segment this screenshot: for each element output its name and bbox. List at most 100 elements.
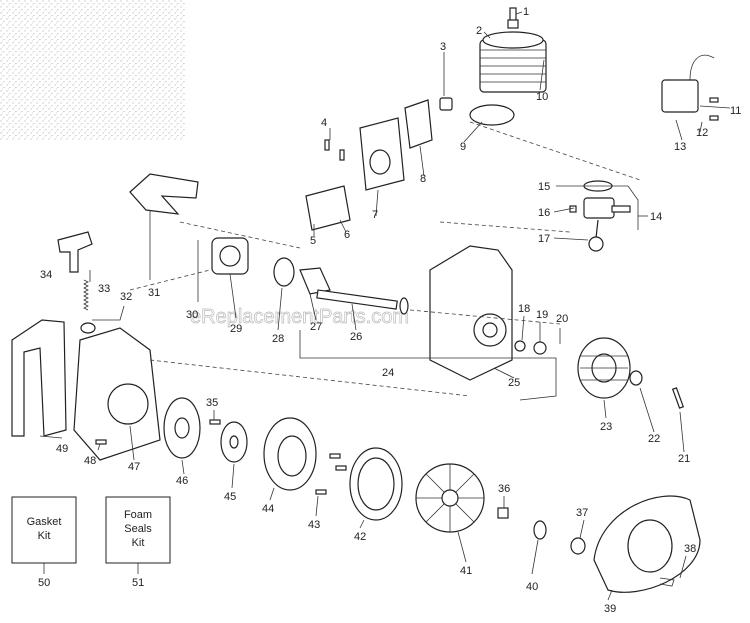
callout-34: 34 [40, 269, 52, 281]
part-spark-plug [507, 7, 519, 29]
part-seal [533, 341, 547, 355]
part-washer [629, 370, 643, 386]
callout-1: 1 [523, 6, 529, 18]
foam-seals-kit-label-line1: Foam [124, 509, 152, 521]
callout-2: 2 [476, 25, 482, 37]
callout-49: 49 [56, 443, 68, 455]
callout-43: 43 [308, 519, 320, 531]
gasket-kit-label-line1: Gasket [27, 516, 62, 528]
part-screw [335, 465, 347, 471]
part-muffler-plate [404, 99, 433, 149]
part-crankshaft [299, 267, 409, 315]
foam-seals-kit-label-line3: Kit [132, 537, 145, 549]
part-washer-hole [229, 435, 239, 449]
callout-30: 30 [186, 309, 198, 321]
part-washer [533, 520, 547, 540]
callout-39: 39 [604, 603, 616, 615]
callout-labels: 1 2 3 4 5 6 7 8 9 10 11 12 13 14 15 16 1… [40, 6, 741, 615]
callout-10: 10 [536, 91, 548, 103]
callout-3: 3 [440, 41, 446, 53]
part-cylinder [479, 31, 547, 93]
assembly-line [469, 121, 641, 181]
part-fan-ring [349, 447, 403, 521]
callout-6: 6 [344, 229, 350, 241]
callout-46: 46 [176, 475, 188, 487]
part-fan-cover [593, 495, 701, 593]
callout-18: 18 [518, 303, 530, 315]
part-bushing [439, 97, 453, 111]
callout-41: 41 [460, 565, 472, 577]
part-clip [659, 577, 675, 587]
part-starter-pulley [163, 397, 201, 459]
callout-25: 25 [508, 377, 520, 389]
part-cylinder-gasket [469, 104, 515, 126]
callout-9: 9 [460, 141, 466, 153]
callout-37: 37 [576, 507, 588, 519]
callout-32: 32 [120, 291, 132, 303]
watermark: eReplacementParts.com [190, 306, 409, 328]
callout-8: 8 [420, 173, 426, 185]
callout-36: 36 [498, 483, 510, 495]
callout-47: 47 [128, 461, 140, 473]
callout-35: 35 [206, 397, 218, 409]
part-nut [497, 507, 509, 519]
callout-24: 24 [382, 367, 394, 379]
foam-seals-kit-number: 51 [132, 577, 144, 589]
gasket-kit-label-line2: Kit [38, 530, 51, 542]
callout-22: 22 [648, 433, 660, 445]
part-handle-frame [129, 173, 199, 215]
callout-23: 23 [600, 421, 612, 433]
callout-20: 20 [556, 313, 568, 325]
foam-seals-kit-box [105, 496, 171, 564]
callout-44: 44 [262, 503, 274, 515]
gasket-kit-number: 50 [38, 577, 50, 589]
assembly-line [149, 359, 471, 397]
callout-17: 17 [538, 233, 550, 245]
part-carburetor-adapter [211, 237, 249, 275]
part-recoil-starter [263, 417, 317, 491]
part-screw [95, 439, 107, 445]
part-screw [339, 149, 345, 161]
callout-33: 33 [98, 283, 110, 295]
stippled-corner-texture [0, 0, 186, 140]
part-screw [315, 489, 327, 495]
callout-19: 19 [536, 309, 548, 321]
part-crankcase [429, 245, 513, 381]
part-ignition-module [661, 54, 719, 121]
part-spark-wrench [57, 231, 93, 273]
callout-27: 27 [310, 321, 322, 333]
part-blower-housing [73, 327, 161, 461]
callout-48: 48 [84, 455, 96, 467]
part-flywheel [577, 337, 631, 399]
part-pin [671, 387, 685, 409]
callout-15: 15 [538, 181, 550, 193]
callout-21: 21 [678, 453, 690, 465]
assembly-line [439, 221, 571, 233]
callout-31: 31 [148, 287, 160, 299]
callout-40: 40 [526, 581, 538, 593]
part-handle-foam [11, 319, 67, 437]
callout-7: 7 [372, 209, 378, 221]
callout-42: 42 [354, 531, 366, 543]
part-muffler-gasket [305, 185, 351, 231]
callout-45: 45 [224, 491, 236, 503]
callout-13: 13 [674, 141, 686, 153]
callout-4: 4 [321, 117, 327, 129]
callout-28: 28 [272, 333, 284, 345]
part-spring [83, 279, 89, 311]
callout-11: 11 [730, 105, 741, 117]
callout-29: 29 [230, 323, 242, 335]
callout-16: 16 [538, 207, 550, 219]
part-impeller [415, 463, 485, 533]
leader-lines [39, 11, 731, 601]
gasket-kit-box [11, 496, 77, 564]
callout-12: 12 [696, 127, 708, 139]
part-o-ring [273, 257, 295, 287]
callout-5: 5 [310, 235, 316, 247]
foam-seals-kit-label-line2: Seals [124, 523, 152, 535]
part-screw [324, 139, 330, 151]
part-spacer [570, 537, 586, 555]
callout-14: 14 [650, 211, 662, 223]
part-screw [209, 419, 221, 425]
